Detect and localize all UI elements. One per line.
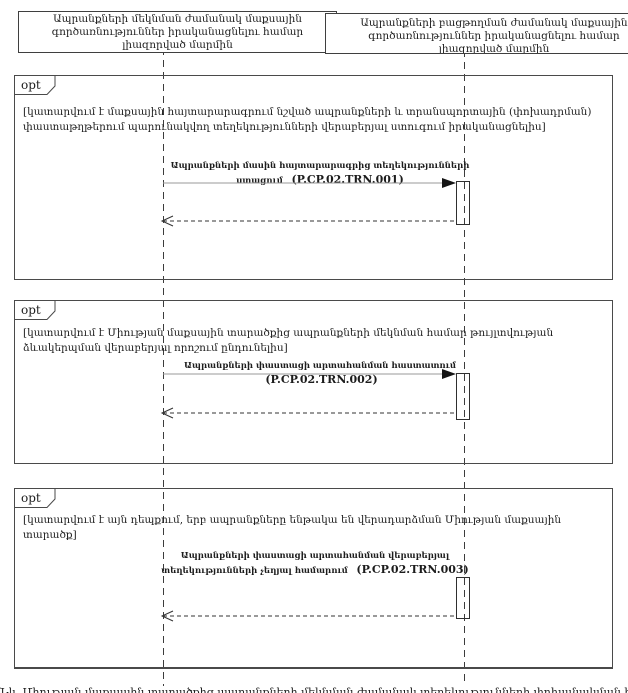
opt-operator-label: opt [21,78,41,92]
lifeline-left [163,48,164,686]
lifeline-right [464,50,465,686]
message-2-return-arrow [160,407,456,419]
message-2-label-block: Ապրանքների փաստացի արտահանման հաստատում … [170,357,470,386]
message-3-label-block: Ապրանքների փաստացի արտահանման վերաբերյալ… [150,547,480,577]
filled-arrowhead-icon [442,369,456,379]
participant-label: Ապրանքների մեկնման ժամանակ մաքսային գործ… [51,12,304,51]
open-arrowhead-icon [160,215,174,227]
participant-box-release-authority: Ապրանքների բացթողման ժամանակ մաքսային գո… [325,13,628,54]
opt-operator-label: opt [21,491,41,505]
opt-operator-label: opt [21,303,41,317]
filled-arrowhead-icon [442,178,456,188]
message-3-name: Ապրանքների փաստացի արտահանման վերաբերյալ… [161,551,450,576]
opt-tab-shape [14,488,56,508]
opt-tab-shape [14,300,56,320]
guard-condition: [կատարվում է այն դեպքում, երբ ապրանքները… [23,514,562,541]
open-arrowhead-icon [160,407,174,419]
guard-condition: [կատարվում է Միության մաքսային տարածքից … [23,327,554,354]
message-2-name: Ապրանքների փաստացի արտահանման հաստատում [183,361,457,371]
participant-label: Ապրանքների բացթողման ժամանակ մաքսային գո… [360,17,628,54]
activation-bar-1 [456,181,470,225]
activation-bar-2 [456,373,470,420]
message-1-return-arrow [160,215,456,227]
opt-fragment-3: opt [կատարվում է այն դեպքում, երբ ապրանք… [14,488,613,669]
activation-bar-3 [456,577,470,619]
participant-box-departure-authority: Ապրանքների մեկնման ժամանակ մաքսային գործ… [18,11,337,53]
open-arrowhead-icon [160,610,174,622]
opt-fragment-1: opt [կատարվում է մաքսային հայտարարագրում… [14,75,613,280]
opt-operator-tab: opt [14,488,56,508]
opt-operator-tab: opt [14,75,56,95]
message-2-code: (P.CP.02.TRN.002) [265,373,378,386]
opt-fragment-2: opt [կատարվում է Միության մաքսային տարած… [14,300,613,464]
opt-tab-shape [14,75,56,95]
message-1-call-arrow [163,178,456,188]
message-3-code: (P.CP.02.TRN.003) [356,563,469,576]
guard-condition: [կատարվում է մաքսային հայտարարագրում նշվ… [23,106,592,133]
message-2-call-arrow [163,369,456,379]
opt-operator-tab: opt [14,300,56,320]
figure-caption-clipped: Նկ. Միության մաքսային տարածքից ապրանքներ… [0,686,628,693]
message-1-name: Ապրանքների մասին հայտարարագրից տեղեկությ… [170,161,470,186]
message-3-return-arrow [160,610,456,622]
